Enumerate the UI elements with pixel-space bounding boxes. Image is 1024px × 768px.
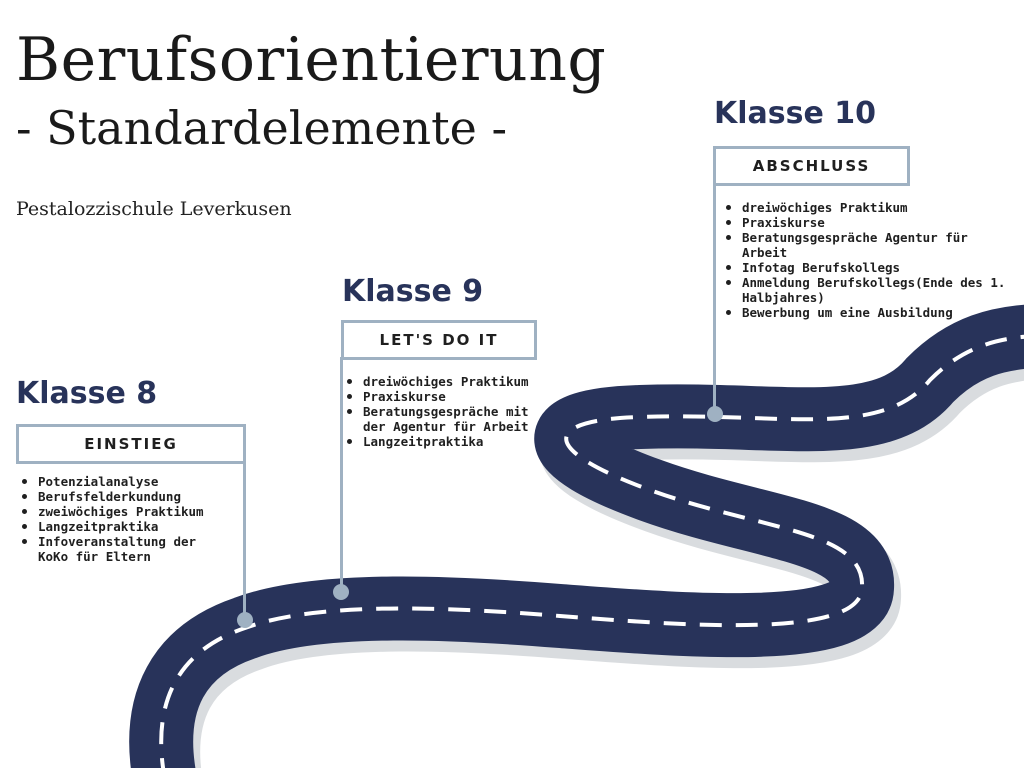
list-item: dreiwöchiges Praktikum: [720, 200, 1010, 215]
stage-item-list: dreiwöchiges Praktikum Praxiskurse Berat…: [720, 200, 1010, 320]
stage-item-list: dreiwöchiges Praktikum Praxiskurse Berat…: [341, 374, 541, 449]
list-item: Anmeldung Berufskollegs(Ende des 1. Halb…: [720, 275, 1010, 305]
stage-marker-dot: [333, 584, 349, 600]
stage-connector-line: [713, 184, 716, 410]
page-subtitle: - Standardelemente -: [16, 101, 508, 155]
list-item: Bewerbung um eine Ausbildung: [720, 305, 1010, 320]
list-item: Infoveranstaltung der KoKo für Eltern: [16, 534, 231, 564]
list-item: Langzeitpraktika: [341, 434, 541, 449]
stage-label-box: EINSTIEG: [16, 424, 246, 464]
list-item: Praxiskurse: [720, 215, 1010, 230]
list-item: zweiwöchiges Praktikum: [16, 504, 231, 519]
stage-item-list: Potenzialanalyse Berufsfelderkundung zwe…: [16, 474, 231, 564]
list-item: Potenzialanalyse: [16, 474, 231, 489]
list-item: Infotag Berufskollegs: [720, 260, 1010, 275]
stage-marker-dot: [237, 612, 253, 628]
list-item: Praxiskurse: [341, 389, 541, 404]
stage-label-box: ABSCHLUSS: [713, 146, 910, 186]
stage-connector-line: [340, 357, 343, 593]
list-item: dreiwöchiges Praktikum: [341, 374, 541, 389]
list-item: Berufsfelderkundung: [16, 489, 231, 504]
stage-heading: Klasse 10: [714, 96, 877, 131]
road-center-line: [159, 334, 1024, 768]
stage-marker-dot: [707, 406, 723, 422]
page-title: Berufsorientierung: [16, 25, 607, 95]
school-name: Pestalozzischule Leverkusen: [16, 198, 292, 220]
list-item: Langzeitpraktika: [16, 519, 231, 534]
stage-heading: Klasse 9: [342, 274, 484, 309]
list-item: Beratungsgespräche mit der Agentur für A…: [341, 404, 541, 434]
list-item: Beratungsgespräche Agentur für Arbeit: [720, 230, 1010, 260]
stage-label-box: LET'S DO IT: [341, 320, 537, 360]
road: [129, 304, 1024, 768]
stage-connector-line: [243, 462, 246, 620]
stage-heading: Klasse 8: [16, 376, 158, 411]
